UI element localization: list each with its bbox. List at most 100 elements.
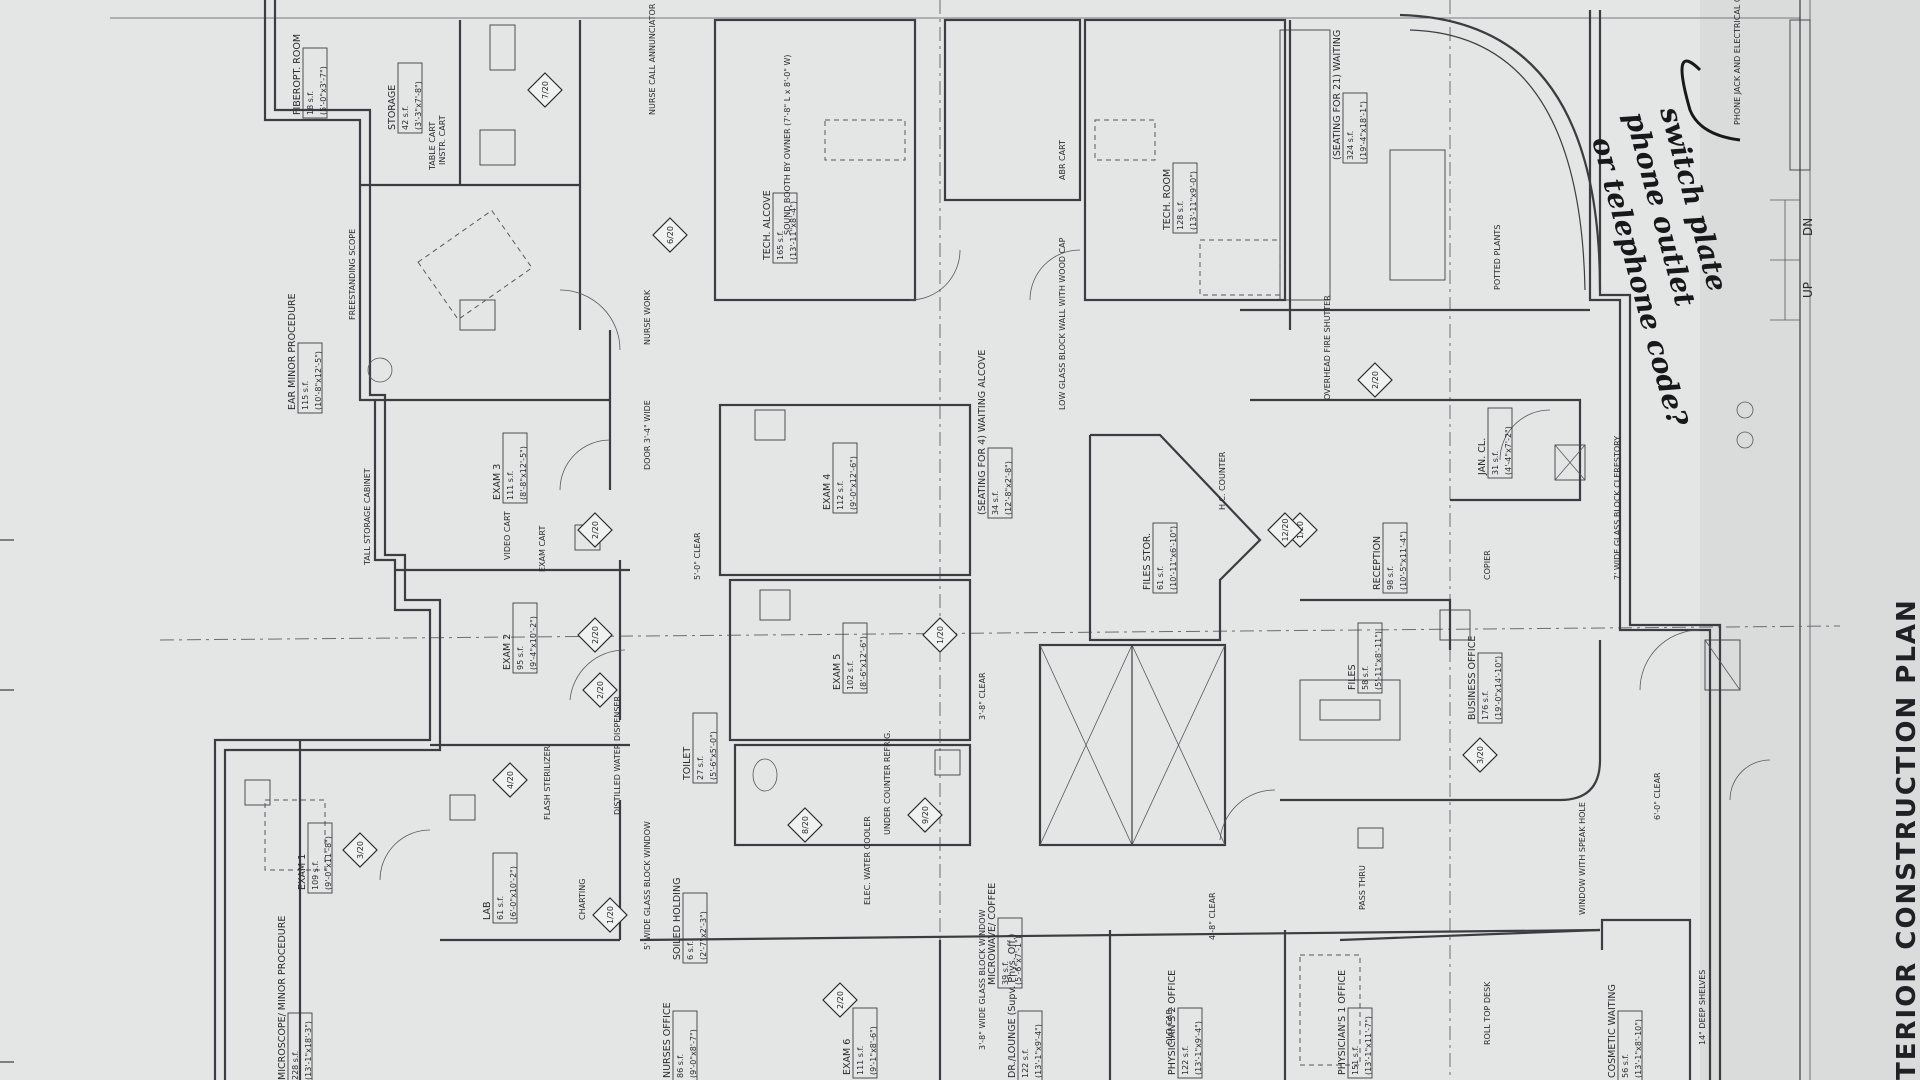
room-area-box xyxy=(1342,92,1368,164)
svg-text:6/20: 6/20 xyxy=(666,226,675,244)
room-area: 151 s.f. xyxy=(1351,1046,1360,1075)
room-area-box xyxy=(832,442,858,514)
plan-note: FLASH STERILIZER xyxy=(543,745,552,820)
room-name: EXAM 3 xyxy=(492,464,503,500)
reception-walls xyxy=(1088,308,1602,942)
stair-up-label: UP xyxy=(1801,282,1815,298)
room-area: 102 s.f. xyxy=(846,661,855,690)
room-area-box xyxy=(1172,162,1198,234)
plan-note: OLD CAB. xyxy=(1165,1006,1174,1045)
room-area: 128 s.f. xyxy=(1176,201,1185,230)
room-area: 31 s.f. xyxy=(1491,451,1500,475)
room-name: EXAM 5 xyxy=(832,654,843,690)
plan-note: DISTILLED WATER DISPENSER xyxy=(613,696,622,815)
svg-text:7/20: 7/20 xyxy=(541,81,550,99)
room-dims: (4'-4"x7'-2") xyxy=(1504,426,1513,475)
plan-note: INSTR. CART xyxy=(438,115,447,165)
room-name: EAR MINOR PROCEDURE xyxy=(287,293,298,410)
plan-note: 4'-8" CLEAR xyxy=(1208,892,1217,940)
plan-note: FREESTANDING SCOPE xyxy=(348,229,357,320)
room-area-box xyxy=(852,1007,878,1079)
plan-note: 5' WIDE GLASS BLOCK WINDOW xyxy=(643,821,652,950)
door-swings xyxy=(379,249,1771,881)
svg-text:3/20: 3/20 xyxy=(356,841,365,859)
stair: UP DN xyxy=(1770,199,1815,321)
plan-note: NURSE CALL ANNUNCIATOR xyxy=(648,3,657,115)
room-area: 34 s.f. xyxy=(991,491,1000,515)
room-dims: (2'-7"x2'-3") xyxy=(699,911,708,960)
plan-note: 14" DEEP SHELVES xyxy=(1698,970,1707,1045)
room-area-box xyxy=(1487,407,1513,479)
room-dims: (3'-3"x7'-8") xyxy=(414,81,423,130)
room-area: 98 s.f. xyxy=(1386,566,1395,590)
room-area-box xyxy=(492,852,518,924)
plan-note: 3'-8" CLEAR xyxy=(978,672,987,720)
plan-note: ABR CART xyxy=(1058,140,1067,180)
room-name: LAB xyxy=(482,901,493,920)
room-name: EXAM 2 xyxy=(502,634,513,670)
plan-note: TABLE CART xyxy=(428,122,437,171)
room-area-box xyxy=(1152,522,1178,594)
room-area: 115 s.f. xyxy=(301,381,310,410)
room-dims: (10'-8"x12'-5") xyxy=(314,351,323,410)
plan-note: TALL STORAGE CABINET xyxy=(363,468,372,566)
room-area: 228 s.f. xyxy=(291,1051,300,1080)
plan-note: UNDER COUNTER REFRIG. xyxy=(883,730,892,835)
plan-note: 6'-0" CLEAR xyxy=(1653,772,1662,820)
room-area-box xyxy=(502,432,528,504)
plan-tag: 2/20 xyxy=(577,512,613,548)
room-name: EXAM 6 xyxy=(842,1039,853,1075)
plan-note: SOUND BOOTH BY OWNER (7'-8" L x 8'-0" W) xyxy=(783,54,792,235)
room-name: (SEATING FOR 21) WAITING xyxy=(1332,30,1343,160)
room-dims: (13'-1"x11'-7") xyxy=(1364,1016,1373,1075)
plan-note: OVERHEAD FIRE SHUTTER xyxy=(1323,295,1332,400)
plan-note: 3'-8" WIDE GLASS BLOCK WINDOW xyxy=(978,909,987,1050)
room-area: 58 s.f. xyxy=(1361,666,1370,690)
room-area-box xyxy=(772,192,798,264)
elevator-shaft xyxy=(1038,643,1227,847)
room-area-box xyxy=(997,917,1023,989)
room-area: 165 s.f. xyxy=(776,231,785,260)
plan-note: POTTED PLANTS xyxy=(1493,225,1502,290)
room-dims: (9'-4"x10'-2") xyxy=(529,616,538,670)
room-name: FILES STOR. xyxy=(1142,533,1153,590)
room-dims: (9'-1"x8'-6") xyxy=(869,1026,878,1075)
room-name: (SEATING FOR 4) WAITING ALCOVE xyxy=(977,350,988,515)
plan-tags: 7/206/201/202/202/202/204/203/201/208/20… xyxy=(342,72,1498,1018)
handwritten-arrow xyxy=(1680,59,1741,142)
room-dims: (5'-6"x5'-0") xyxy=(709,731,718,780)
plan-tag: 4/20 xyxy=(492,762,528,798)
room-area-box xyxy=(987,447,1013,519)
room-dims: (13'-11"x9'-0") xyxy=(1189,171,1198,230)
room-label-jan-cl: JAN. CL.31 s.f.(4'-4"x7'-2") xyxy=(1477,407,1513,479)
room-name: NURSES OFFICE xyxy=(662,1002,673,1078)
plan-note: LOW GLASS BLOCK WALL WITH WOOD CAP xyxy=(1058,237,1067,410)
plan-tag: 8/20 xyxy=(787,807,823,843)
room-area: 39 s.f. xyxy=(1001,961,1010,985)
plan-note: COPIER xyxy=(1483,550,1492,580)
room-name: BUSINESS OFFICE xyxy=(1467,636,1478,720)
svg-text:3/20: 3/20 xyxy=(1476,746,1485,764)
room-dims: (9'-0"x12'-6") xyxy=(849,456,858,510)
room-name: SOILED HOLDING xyxy=(672,878,683,960)
room-name: PHYSICIAN'S 2 OFFICE xyxy=(1167,970,1178,1075)
plan-tag: 2/20 xyxy=(577,617,613,653)
svg-text:4/20: 4/20 xyxy=(506,771,515,789)
svg-text:1/20: 1/20 xyxy=(606,906,615,924)
room-area-box xyxy=(1477,652,1503,724)
room-dims: (13'-11"x8'-4") xyxy=(789,201,798,260)
stair-down-label: DN xyxy=(1801,218,1815,236)
